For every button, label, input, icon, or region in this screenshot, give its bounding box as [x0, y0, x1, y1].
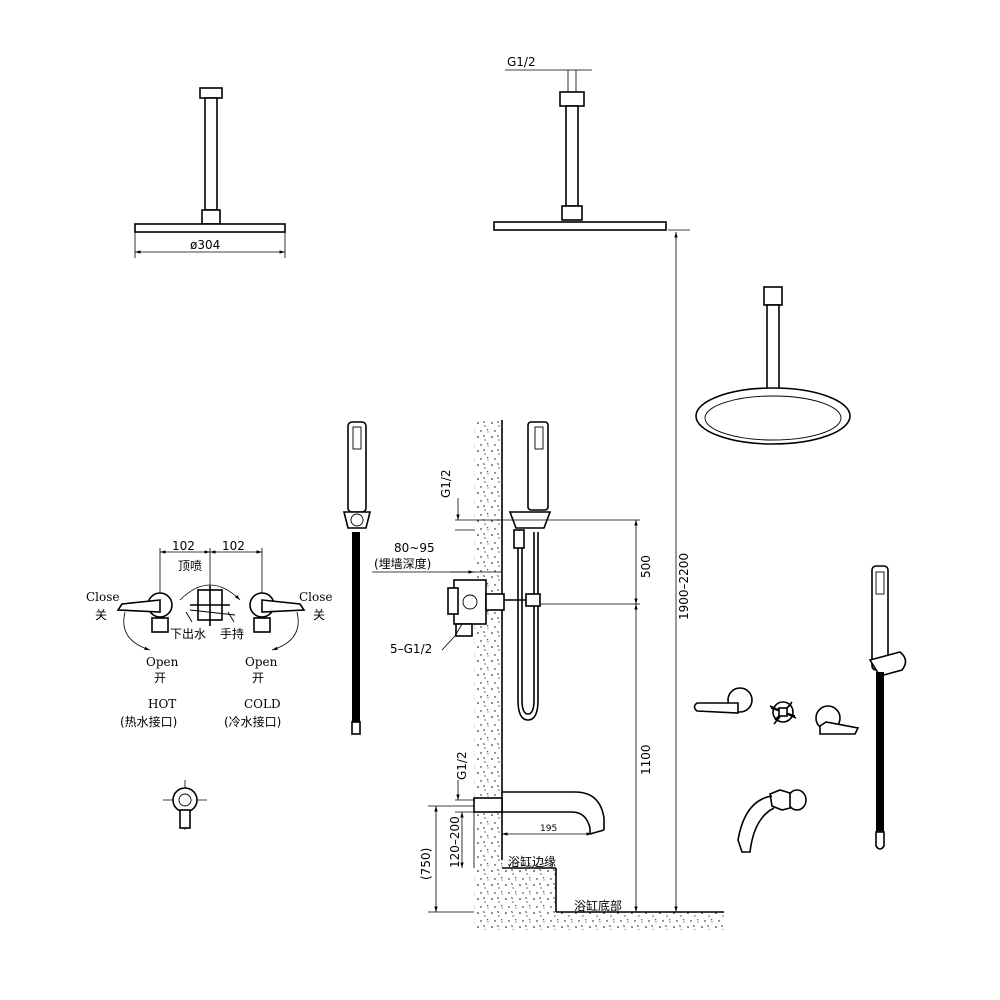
spacing-right-label: 102: [222, 539, 245, 553]
cold-cn-label: (冷水接口): [224, 714, 281, 729]
wall-depth-label: 80~95: [394, 541, 435, 555]
spacing-left-label: 102: [172, 539, 195, 553]
spout-length-label: 195: [540, 824, 557, 834]
thread-label-side-1: G1/2: [439, 469, 453, 498]
dim-750-label: (750): [419, 848, 433, 880]
wall-depth-cn-label: (埋墙深度): [374, 556, 431, 571]
cold-label: COLD: [244, 697, 281, 711]
height-range-label: 1900–2200: [677, 553, 691, 620]
thread-label-side-2: G1/2: [455, 751, 469, 780]
cross-valve-handle: [769, 701, 797, 725]
top-spray-label: 顶喷: [178, 559, 202, 573]
wall-spout: [473, 791, 605, 835]
lever-handle-right: [815, 705, 860, 735]
shower-head-center: [493, 69, 690, 231]
wall-handheld: [508, 421, 552, 721]
shower-head-left: [134, 87, 286, 258]
lever-handle-left: [693, 687, 753, 714]
dim-120-200-label: 120–200: [448, 816, 462, 868]
pipe-thread-label-top: G1/2: [507, 55, 536, 69]
handheld-shower-right: [868, 565, 907, 850]
diameter-label: ø304: [190, 238, 220, 252]
wall-outlet-small: [163, 780, 207, 830]
round-rain-head: [695, 286, 851, 445]
handheld-shower-center: [342, 421, 372, 735]
lower-outlet-label: 下出水: [170, 627, 206, 641]
close-right-cn-label: 关: [313, 608, 325, 622]
section-dimensions: [372, 498, 640, 913]
tub-edge-label: 浴缸边缘: [508, 854, 556, 869]
inlets-label: 5–G1/2: [390, 642, 432, 656]
tub-spout-3d: [737, 789, 807, 853]
dim-500-label: 500: [639, 555, 653, 578]
wall-section: [474, 420, 724, 930]
dim-1100-label: 1100: [639, 744, 653, 775]
hot-cn-label: (热水接口): [120, 714, 177, 729]
close-left-cn-label: 关: [95, 608, 107, 622]
open-left-label: Open: [146, 655, 179, 669]
open-left-cn-label: 开: [154, 671, 166, 685]
hot-label: HOT: [148, 697, 176, 711]
open-right-cn-label: 开: [252, 671, 264, 685]
wall-mixer-valve: [447, 579, 541, 637]
close-left-label: Close: [86, 590, 120, 604]
handheld-label: 手持: [220, 626, 244, 641]
tub-bottom-label: 浴缸底部: [574, 898, 622, 913]
open-right-label: Open: [245, 655, 278, 669]
mixer-front-view: [116, 548, 306, 651]
close-right-label: Close: [299, 590, 333, 604]
